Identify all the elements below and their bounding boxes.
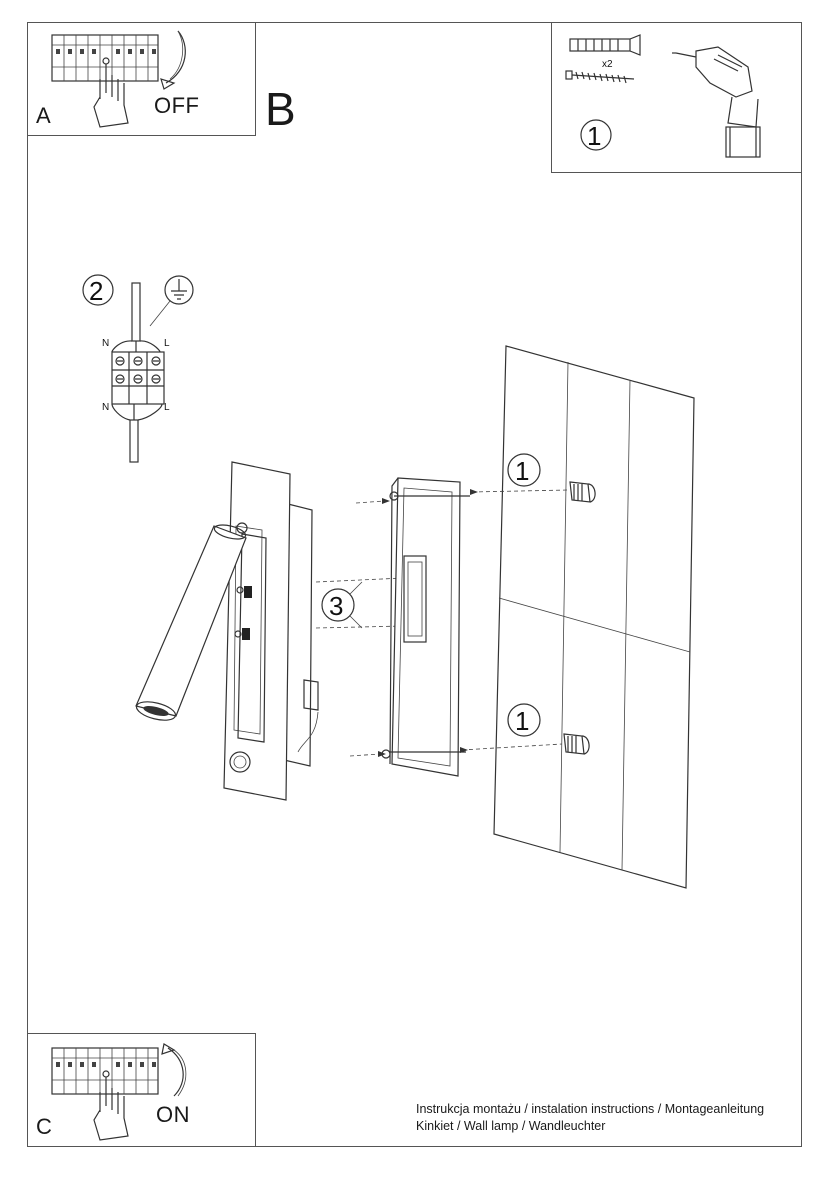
fixing-step-bottom: 1 [515, 706, 529, 736]
wiring-detail: 2 N L N L [82, 274, 194, 463]
tools-quantity: x2 [602, 59, 613, 70]
power-cable [111, 282, 163, 463]
wall-plug-icon [569, 34, 641, 56]
wall-plug-bottom-icon [563, 733, 590, 755]
arrow-down-icon [160, 30, 186, 90]
guide-arrows [315, 489, 569, 757]
arrow-up-icon [161, 1043, 187, 1097]
step-letter-a: A [36, 103, 51, 128]
wall-plug-top-icon [569, 481, 596, 503]
breaker-on-illustration [51, 1043, 187, 1141]
mounting-step-badge: 3 [321, 581, 363, 629]
wall-panel [493, 345, 695, 889]
fixing-step-bottom-badge: 1 [507, 703, 541, 737]
step-letter-b: B [265, 83, 296, 135]
hand-icon [93, 57, 129, 128]
terminal-label-n-bottom: N [102, 402, 109, 413]
fixing-step-top: 1 [515, 456, 529, 486]
circuit-breaker-icon [51, 34, 159, 82]
mounting-step: 3 [329, 591, 343, 621]
footer-line-product: Kinkiet / Wall lamp / Wandleuchter [416, 1119, 606, 1133]
terminal-block [111, 351, 165, 405]
switch-state-on: ON [156, 1102, 190, 1127]
hand-icon [93, 1070, 129, 1141]
page-frame [27, 22, 802, 1147]
panel-switch-on: C ON [27, 1033, 256, 1147]
breaker-off-illustration [51, 30, 186, 128]
tools-illustration: x2 1 [565, 34, 761, 158]
panel-switch-off: A OFF [27, 22, 256, 136]
panel-tools: x2 1 [551, 22, 802, 173]
terminal-label-n-top: N [102, 338, 109, 349]
circuit-breaker-icon [51, 1047, 159, 1095]
terminal-label-l-top: L [164, 338, 170, 349]
lamp-arm [135, 524, 247, 721]
step-1-badge: 1 [580, 119, 612, 151]
wiring-step: 2 [89, 276, 103, 306]
arrow-heads [378, 489, 478, 757]
fixing-step-top-badge: 1 [507, 453, 541, 487]
wiring-step-badge: 2 [82, 274, 114, 306]
terminal-label-l-bottom: L [164, 402, 170, 413]
footer-line-title: Instrukcja montażu / instalation instruc… [416, 1102, 765, 1116]
step-letter-c: C [36, 1114, 52, 1139]
screw-icon [565, 70, 635, 84]
switch-state-off: OFF [154, 93, 200, 118]
tools-step: 1 [587, 121, 601, 151]
drill-icon [672, 46, 761, 158]
lamp-front-plate [223, 461, 291, 801]
earth-icon [149, 275, 194, 327]
document-footer: Instrukcja montażu / instalation instruc… [416, 1101, 764, 1135]
mounting-bracket [381, 477, 470, 777]
